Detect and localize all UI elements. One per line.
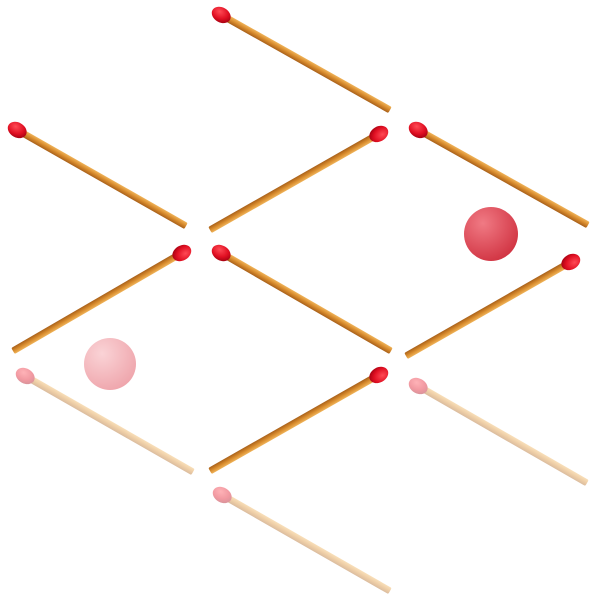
matchstick-m3[interactable] xyxy=(206,123,391,237)
matchstick-body xyxy=(415,126,590,228)
matchstick-head xyxy=(369,125,389,143)
matchstick-m6[interactable] xyxy=(209,242,395,358)
matchstick-body xyxy=(218,11,392,113)
matchstick-head xyxy=(561,253,581,271)
matchstick-m11[interactable] xyxy=(210,484,394,598)
matchstick-m8[interactable] xyxy=(13,365,197,479)
matchstick-body xyxy=(14,126,188,229)
matchstick-body xyxy=(404,258,574,359)
markers-layer xyxy=(84,207,518,390)
matchstick-m2[interactable] xyxy=(5,119,190,233)
matchstick-head xyxy=(7,121,27,139)
matchstick-m7[interactable] xyxy=(402,251,583,363)
marker-dot-solid[interactable] xyxy=(464,207,518,261)
matchstick-body xyxy=(208,130,382,233)
matchstick-head xyxy=(408,121,428,139)
matchstick-m5[interactable] xyxy=(9,242,194,358)
matchstick-body xyxy=(22,372,195,475)
matchstick-body xyxy=(218,249,393,354)
matchstick-body xyxy=(11,249,185,354)
matchstick-head xyxy=(15,367,35,385)
marker-dot-faded[interactable] xyxy=(84,338,136,390)
matchstick-m9[interactable] xyxy=(206,364,391,478)
matchstick-body xyxy=(219,491,392,594)
matchstick-head xyxy=(211,244,231,262)
matchstick-head xyxy=(212,486,232,504)
matchstick-m4[interactable] xyxy=(406,119,592,232)
matchsticks-layer xyxy=(5,4,592,598)
matchstick-body xyxy=(415,382,589,486)
matchstick-m10[interactable] xyxy=(406,375,591,490)
matchstick-m1[interactable] xyxy=(209,4,394,117)
matchstick-head xyxy=(369,366,389,384)
matchstick-head xyxy=(172,244,192,262)
matchstick-head xyxy=(408,377,428,395)
matchstick-head xyxy=(211,6,231,24)
matchstick-body xyxy=(208,371,382,474)
